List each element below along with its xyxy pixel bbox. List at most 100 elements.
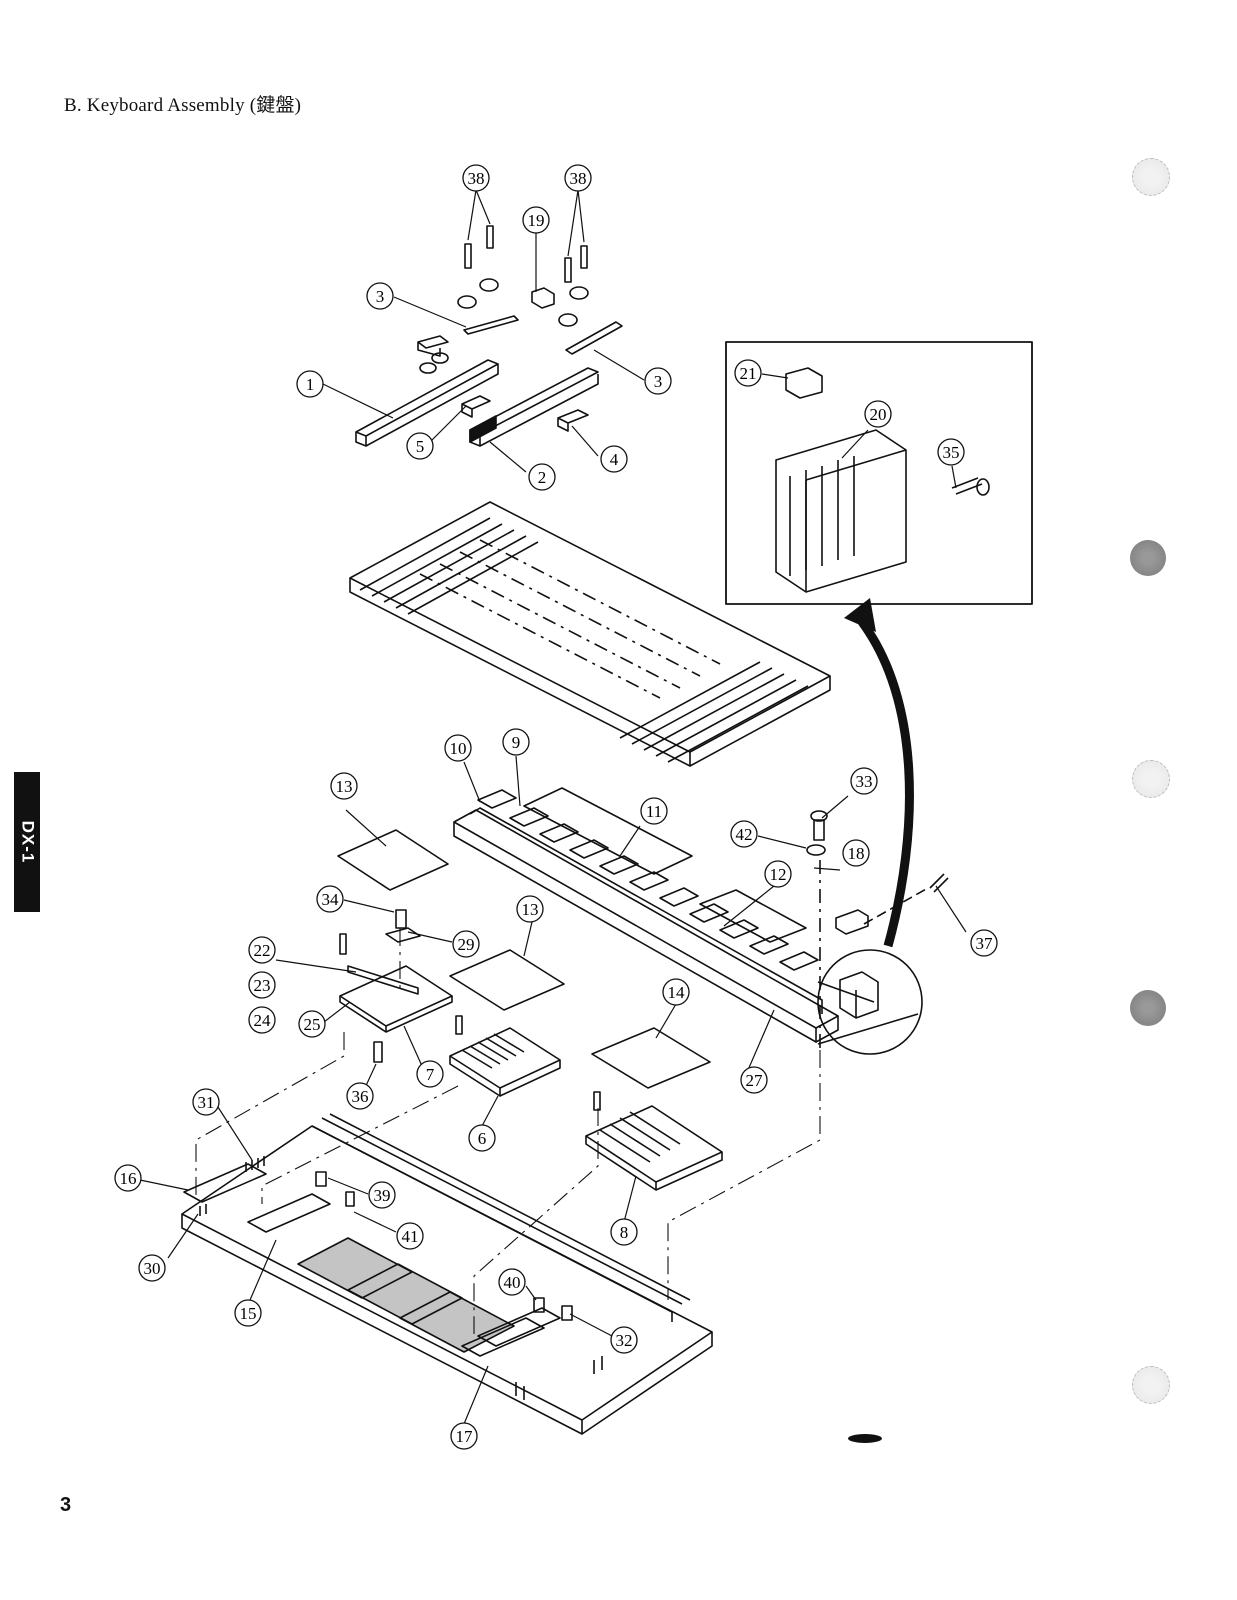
callout-31: 31 xyxy=(192,1088,220,1116)
model-tab: DX-1 xyxy=(14,772,40,912)
callout-20: 20 xyxy=(864,400,892,428)
screw-37 xyxy=(929,873,949,893)
callout-35-label: 35 xyxy=(943,443,960,462)
callouts: 38 38 19 3 3 1 5 2 4 21 20 35 10 9 11 33… xyxy=(114,164,998,1450)
callout-25: 25 xyxy=(298,1010,326,1038)
callout-1: 1 xyxy=(296,370,324,398)
callout-8: 8 xyxy=(610,1218,638,1246)
callout-39: 39 xyxy=(368,1181,396,1209)
callout-33: 33 xyxy=(850,767,878,795)
block-left-upper xyxy=(417,335,449,357)
callout-15-label: 15 xyxy=(240,1304,257,1323)
base-plate xyxy=(181,1113,713,1435)
punch-hole-3 xyxy=(1132,760,1170,798)
callout-42: 42 xyxy=(730,820,758,848)
callout-24-label: 24 xyxy=(254,1011,272,1030)
callout-40-label: 40 xyxy=(504,1273,521,1292)
callout-3b-label: 3 xyxy=(654,372,663,391)
callout-22: 22 xyxy=(248,936,276,964)
callout-22-label: 22 xyxy=(254,941,271,960)
bracket-3-left xyxy=(463,315,519,335)
callout-41: 41 xyxy=(396,1222,424,1250)
detail-arrow xyxy=(858,619,914,948)
screw-right xyxy=(593,1091,601,1111)
screw-39 xyxy=(315,1171,327,1187)
punch-hole-4 xyxy=(1130,990,1166,1026)
pins-30 xyxy=(199,1204,207,1216)
callout-30: 30 xyxy=(138,1254,166,1282)
part-29 xyxy=(385,927,421,943)
rail-2-end xyxy=(469,415,497,443)
callout-8-label: 8 xyxy=(620,1223,629,1242)
screw-36 xyxy=(373,1041,383,1063)
guide-lines xyxy=(195,928,821,1334)
callout-13a: 13 xyxy=(330,772,358,800)
callout-42-label: 42 xyxy=(736,825,753,844)
screws-38-group xyxy=(457,225,589,327)
callout-16-label: 16 xyxy=(120,1169,137,1188)
callout-11: 11 xyxy=(640,797,668,825)
bracket-18 xyxy=(835,909,869,935)
callout-1-label: 1 xyxy=(306,375,315,394)
callout-34-label: 34 xyxy=(322,890,340,909)
block-4 xyxy=(557,409,589,432)
callout-24: 24 xyxy=(248,1006,276,1034)
callout-33-label: 33 xyxy=(856,772,873,791)
callout-16: 16 xyxy=(114,1164,142,1192)
callout-36: 36 xyxy=(346,1082,374,1110)
keyboard-frame xyxy=(349,501,831,767)
callout-6: 6 xyxy=(468,1124,496,1152)
callout-38b: 38 xyxy=(564,164,592,192)
callout-14-label: 14 xyxy=(668,983,686,1002)
callout-23: 23 xyxy=(248,971,276,999)
callout-19: 19 xyxy=(522,206,550,234)
page-title: B. Keyboard Assembly (鍵盤) xyxy=(64,95,302,116)
callout-38b-label: 38 xyxy=(570,169,587,188)
callout-2: 2 xyxy=(528,463,556,491)
callout-10: 10 xyxy=(444,734,472,762)
screw-33 xyxy=(813,819,825,841)
callout-39-label: 39 xyxy=(374,1186,391,1205)
callout-13b: 13 xyxy=(516,895,544,923)
leader-lines xyxy=(139,189,967,1425)
callout-5: 5 xyxy=(406,432,434,460)
callout-29: 29 xyxy=(452,930,480,958)
callout-2-label: 2 xyxy=(538,468,547,487)
callout-38a-label: 38 xyxy=(468,169,485,188)
callout-12-label: 12 xyxy=(770,865,787,884)
callout-13a-label: 13 xyxy=(336,777,353,796)
rail-1 xyxy=(355,359,499,447)
pcb-13-right xyxy=(449,949,565,1011)
callout-27: 27 xyxy=(740,1066,768,1094)
callout-21: 21 xyxy=(734,359,762,387)
callout-18-label: 18 xyxy=(848,844,865,863)
callout-34: 34 xyxy=(316,885,344,913)
callout-17: 17 xyxy=(450,1422,478,1450)
callout-11-label: 11 xyxy=(646,802,662,821)
pins-31 xyxy=(245,1156,265,1172)
callout-35: 35 xyxy=(937,438,965,466)
callout-7-label: 7 xyxy=(426,1065,435,1084)
callout-30-label: 30 xyxy=(144,1259,161,1278)
callout-4-label: 4 xyxy=(610,450,619,469)
callout-21-label: 21 xyxy=(740,364,757,383)
bracket-3-right xyxy=(565,321,623,355)
callout-37: 37 xyxy=(970,929,998,957)
callout-31-label: 31 xyxy=(198,1093,215,1112)
callout-10-label: 10 xyxy=(450,739,467,758)
callout-17-label: 17 xyxy=(456,1427,474,1446)
callout-23-label: 23 xyxy=(254,976,271,995)
callout-9-label: 9 xyxy=(512,733,521,752)
callout-20-label: 20 xyxy=(870,405,887,424)
callout-25-label: 25 xyxy=(304,1015,321,1034)
callout-13b-label: 13 xyxy=(522,900,539,919)
callout-12: 12 xyxy=(764,860,792,888)
callout-15: 15 xyxy=(234,1299,262,1327)
callout-32: 32 xyxy=(610,1326,638,1354)
callout-3a-label: 3 xyxy=(376,287,385,306)
connector-detail-box xyxy=(725,341,1033,605)
ink-smudge xyxy=(848,1434,882,1443)
callout-14: 14 xyxy=(662,978,690,1006)
screw-mid xyxy=(455,1015,463,1035)
callout-38a: 38 xyxy=(462,164,490,192)
